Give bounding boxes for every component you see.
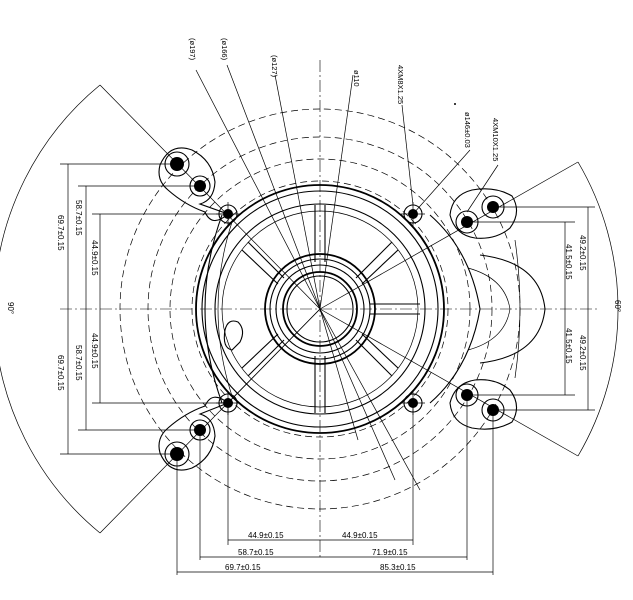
extension-lines [60, 163, 595, 575]
dim-bottom-1: 44.9±0.15 [248, 531, 284, 540]
dim-right-2: 41.5±0.15 [564, 244, 573, 280]
angle-left-label: 90° [6, 302, 15, 314]
flange-body [195, 184, 546, 434]
angle-dimensions [0, 84, 619, 534]
dim-bottom-5: 69.7±0.15 [225, 563, 261, 572]
lug-top-left [158, 147, 230, 222]
hub [264, 253, 376, 365]
spokes [241, 205, 420, 413]
callout-d110: ø110 [352, 70, 361, 87]
leader-lines [195, 64, 499, 491]
angle-labels: 90° 60° [6, 300, 622, 314]
lug-bottom-right [449, 379, 518, 430]
callout-d197: (ø197) [188, 38, 197, 61]
dim-left-4: 44.9±0.15 [90, 333, 99, 369]
lug-top-right [449, 188, 518, 239]
dim-right-4: 49.2±0.15 [578, 335, 587, 371]
bottom-dimension-labels: 44.9±0.15 44.9±0.15 58.7±0.15 71.9±0.15 … [225, 531, 416, 572]
left-dimension-labels: 69.7±0.15 58.7±0.15 44.9±0.15 44.9±0.15 … [56, 200, 99, 391]
callout-d166: (ø166) [220, 38, 229, 61]
dim-bottom-4: 71.9±0.15 [372, 548, 408, 557]
dim-left-6: 69.7±0.15 [56, 355, 65, 391]
lug-bottom-left [158, 396, 230, 471]
callout-labels: (ø197) (ø166) (ø127) ø110 4XM8X1.25 ø146… [188, 38, 500, 161]
dim-right-3: 41.5±0.15 [564, 328, 573, 364]
callout-m10: 4XM10X1.25 [491, 118, 500, 161]
dim-left-5: 58.7±0.15 [74, 345, 83, 381]
callout-d146: ø146±0.03 [463, 112, 472, 148]
callout-d127: (ø127) [270, 55, 279, 78]
dim-bottom-2: 44.9±0.15 [342, 531, 378, 540]
callout-m8: 4XM8X1.25 [396, 65, 405, 104]
right-dimension-labels: 49.2±0.15 41.5±0.15 41.5±0.15 49.2±0.15 [564, 235, 587, 371]
dim-left-1: 69.7±0.15 [56, 215, 65, 251]
angle-right-label: 60° [613, 300, 622, 312]
slot-feature [223, 320, 244, 351]
stray-mark [454, 103, 456, 105]
dim-bottom-6: 85.3±0.15 [380, 563, 416, 572]
dim-left-2: 58.7±0.15 [74, 200, 83, 236]
dim-right-1: 49.2±0.15 [578, 235, 587, 271]
dim-bottom-3: 58.7±0.15 [238, 548, 274, 557]
dim-left-3: 44.9±0.15 [90, 240, 99, 276]
center-lines [60, 60, 600, 560]
